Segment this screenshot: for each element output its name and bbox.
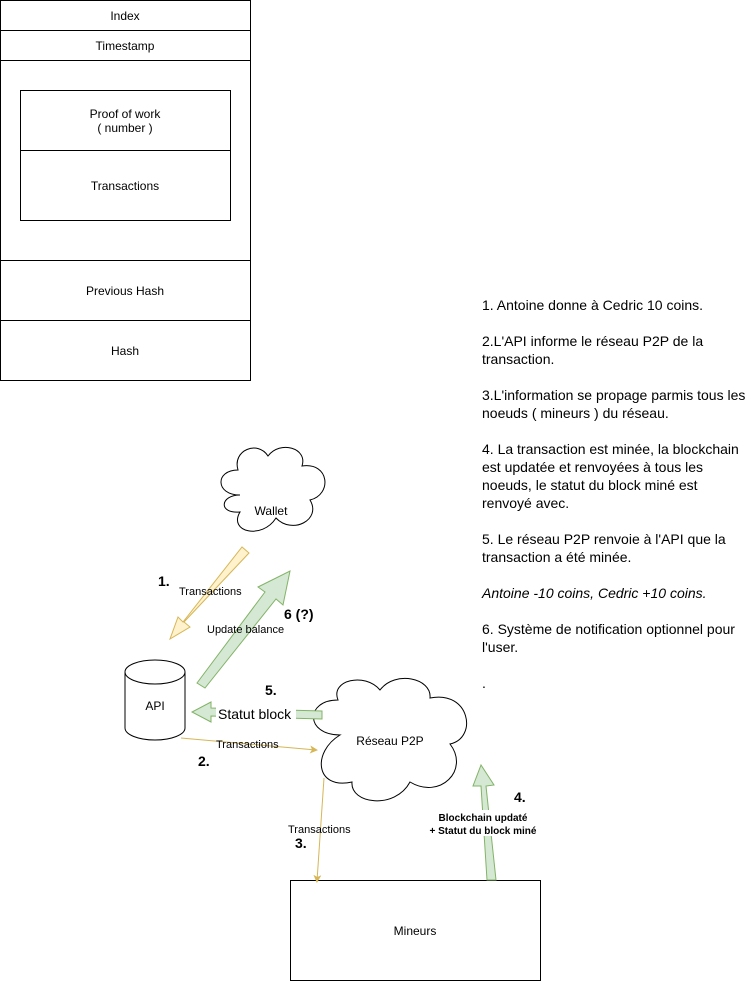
arrow-4-label-line2: + Statut du block miné bbox=[430, 826, 537, 837]
arrow-4-number: 4. bbox=[514, 789, 526, 805]
field-timestamp: Timestamp bbox=[96, 39, 155, 53]
field-index: Index bbox=[110, 9, 139, 23]
miners-box bbox=[290, 880, 541, 981]
arrow-4-label-line1: Blockchain updaté bbox=[439, 813, 528, 824]
field-hash: Hash bbox=[111, 344, 139, 358]
arrow-3-number: 3. bbox=[295, 835, 307, 851]
field-proof-of-work-sub: ( number ) bbox=[97, 121, 152, 135]
arrow-2-number: 2. bbox=[198, 753, 210, 769]
arrow-2-label: Transactions bbox=[216, 739, 279, 751]
arrow-1-label: Transactions bbox=[179, 586, 242, 598]
arrow-5-number: 5. bbox=[265, 682, 277, 698]
step-3: 3.L'information se propage parmis tous l… bbox=[482, 387, 746, 421]
step-5: 5. Le réseau P2P renvoie à l'API que la … bbox=[482, 531, 726, 565]
proof-of-work-box bbox=[20, 90, 231, 151]
step-2: 2.L'API informe le réseau P2P de la tran… bbox=[482, 333, 704, 367]
arrow-3-label: Transactions bbox=[288, 824, 351, 836]
arrow-1-transactions bbox=[169, 546, 250, 641]
arrow-5-label-bg bbox=[216, 704, 296, 722]
field-previous-hash: Previous Hash bbox=[86, 284, 164, 298]
p2p-label: Réseau P2P bbox=[356, 734, 423, 748]
wallet-label: Wallet bbox=[255, 504, 289, 518]
arrow-6-label: Update balance bbox=[207, 624, 284, 636]
field-transactions: Transactions bbox=[91, 179, 159, 193]
arrow-6-update-balance bbox=[196, 570, 291, 689]
arrow-1-number: 1. bbox=[158, 573, 170, 589]
step-note: Antoine -10 coins, Cedric +10 coins. bbox=[482, 585, 707, 601]
step-dot: . bbox=[482, 675, 486, 691]
p2p-cloud bbox=[313, 677, 467, 802]
wallet-cloud bbox=[220, 446, 326, 532]
step-1: 1. Antoine donne à Cedric 10 coins. bbox=[482, 297, 704, 313]
step-4: 4. La transaction est minée, la blockcha… bbox=[482, 441, 739, 511]
api-cylinder bbox=[124, 659, 186, 741]
miners-label: Mineurs bbox=[394, 924, 437, 938]
arrow-2-transactions bbox=[180, 737, 318, 754]
flow-diagram: Wallet API Réseau P2P Mineurs 1. Transac… bbox=[124, 446, 541, 981]
transactions-box bbox=[20, 150, 231, 221]
arrow-5-label: Statut block bbox=[218, 706, 292, 722]
arrow-3-transactions bbox=[313, 777, 325, 883]
api-label: API bbox=[145, 699, 164, 713]
field-proof-of-work: Proof of work bbox=[90, 107, 162, 121]
arrow-4-label-bg bbox=[425, 810, 541, 836]
steps-list: 1. Antoine donne à Cedric 10 coins. 2.L'… bbox=[482, 296, 748, 710]
step-6: 6. Système de notification optionnel pou… bbox=[482, 621, 735, 655]
block-structure: Index Timestamp Proof of work ( number )… bbox=[0, 0, 251, 381]
arrow-6-number: 6 (?) bbox=[284, 606, 314, 622]
